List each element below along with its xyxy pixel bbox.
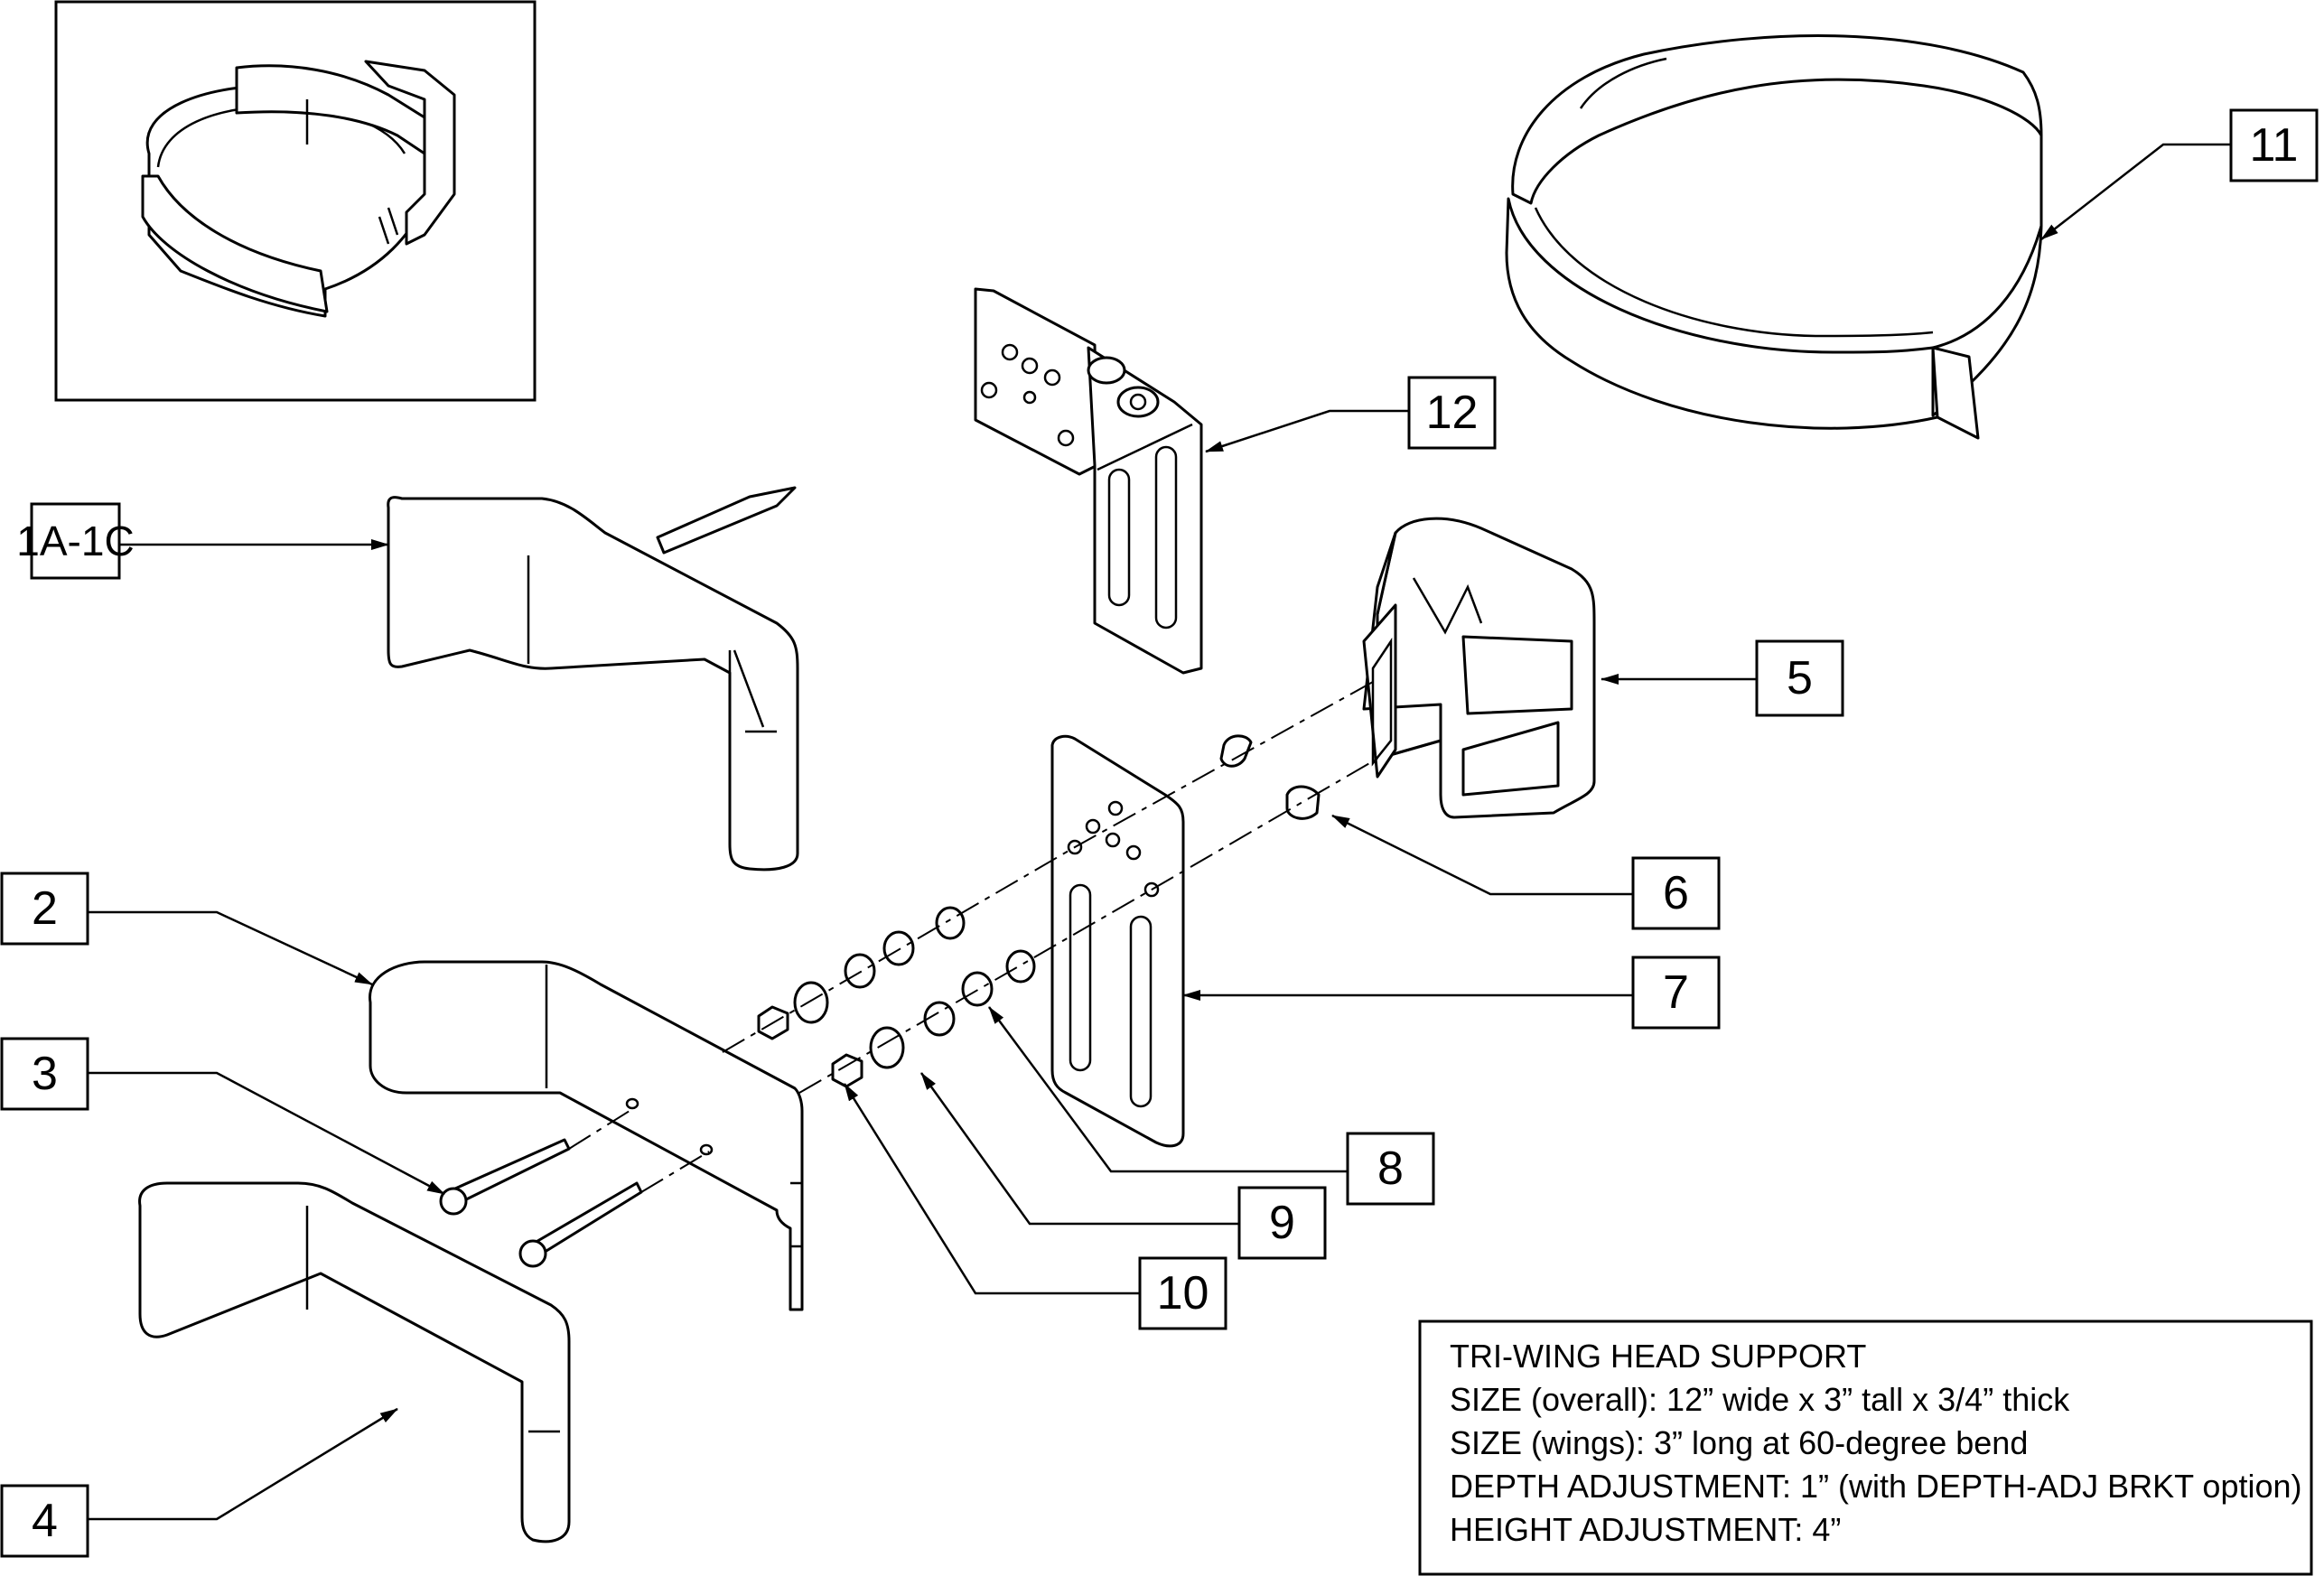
callout-9: 9 — [1237, 1186, 1327, 1260]
svg-text:5: 5 — [1787, 652, 1813, 704]
svg-text:6: 6 — [1663, 867, 1689, 919]
svg-text:1A-1C: 1A-1C — [16, 518, 134, 564]
callout-5: 5 — [1755, 639, 1844, 717]
svg-text:9: 9 — [1269, 1197, 1295, 1249]
callout-1a-1c: 1A-1C — [16, 502, 135, 580]
svg-text:2: 2 — [32, 882, 58, 935]
part-12-depth-bracket — [974, 287, 1203, 675]
spec-line-wing-size: SIZE (wings): 3” long at 60-degree bend — [1450, 1424, 2028, 1461]
callout-10: 10 — [1138, 1256, 1227, 1330]
callout-12: 12 — [1407, 376, 1497, 450]
svg-text:10: 10 — [1157, 1267, 1209, 1320]
callout-8: 8 — [1346, 1132, 1435, 1206]
svg-text:11: 11 — [2250, 119, 2299, 172]
callout-leaders — [88, 143, 2231, 1521]
part-5-center-pad — [1362, 517, 1596, 819]
svg-text:7: 7 — [1663, 966, 1689, 1019]
spec-line-overall-size: SIZE (overall): 12” wide x 3” tall x 3/4… — [1450, 1381, 2070, 1418]
assembled-view-inset — [54, 0, 537, 402]
spec-title: TRI-WING HEAD SUPPORT — [1450, 1338, 1866, 1375]
svg-text:3: 3 — [32, 1048, 58, 1100]
callout-6: 6 — [1631, 856, 1721, 930]
callout-4: 4 — [0, 1484, 89, 1558]
svg-text:8: 8 — [1377, 1142, 1404, 1195]
part-11-strap — [1505, 34, 2043, 440]
svg-text:4: 4 — [32, 1495, 58, 1547]
spec-box: TRI-WING HEAD SUPPORT SIZE (overall): 12… — [1418, 1320, 2313, 1576]
callout-2: 2 — [0, 872, 89, 946]
callout-3: 3 — [0, 1037, 89, 1111]
part-4-wing-pad — [138, 1181, 571, 1543]
part-7-height-plate — [1050, 734, 1185, 1148]
part-1a-1c-wing-pad — [387, 486, 799, 872]
spec-line-height-adjustment: HEIGHT ADJUSTMENT: 4” — [1450, 1511, 1841, 1548]
spec-line-depth-adjustment: DEPTH ADJUSTMENT: 1” (with DEPTH-ADJ BRK… — [1450, 1468, 2302, 1505]
parts-8-9-10-spacers-nuts — [757, 906, 1036, 1088]
svg-text:12: 12 — [1426, 387, 1479, 439]
part-6-wing-nuts — [1219, 734, 1321, 820]
assembly-center-lines — [568, 681, 1378, 1193]
part-2-wing-pad — [369, 960, 804, 1311]
callout-11: 11 — [2229, 108, 2319, 182]
callout-7: 7 — [1631, 956, 1721, 1030]
